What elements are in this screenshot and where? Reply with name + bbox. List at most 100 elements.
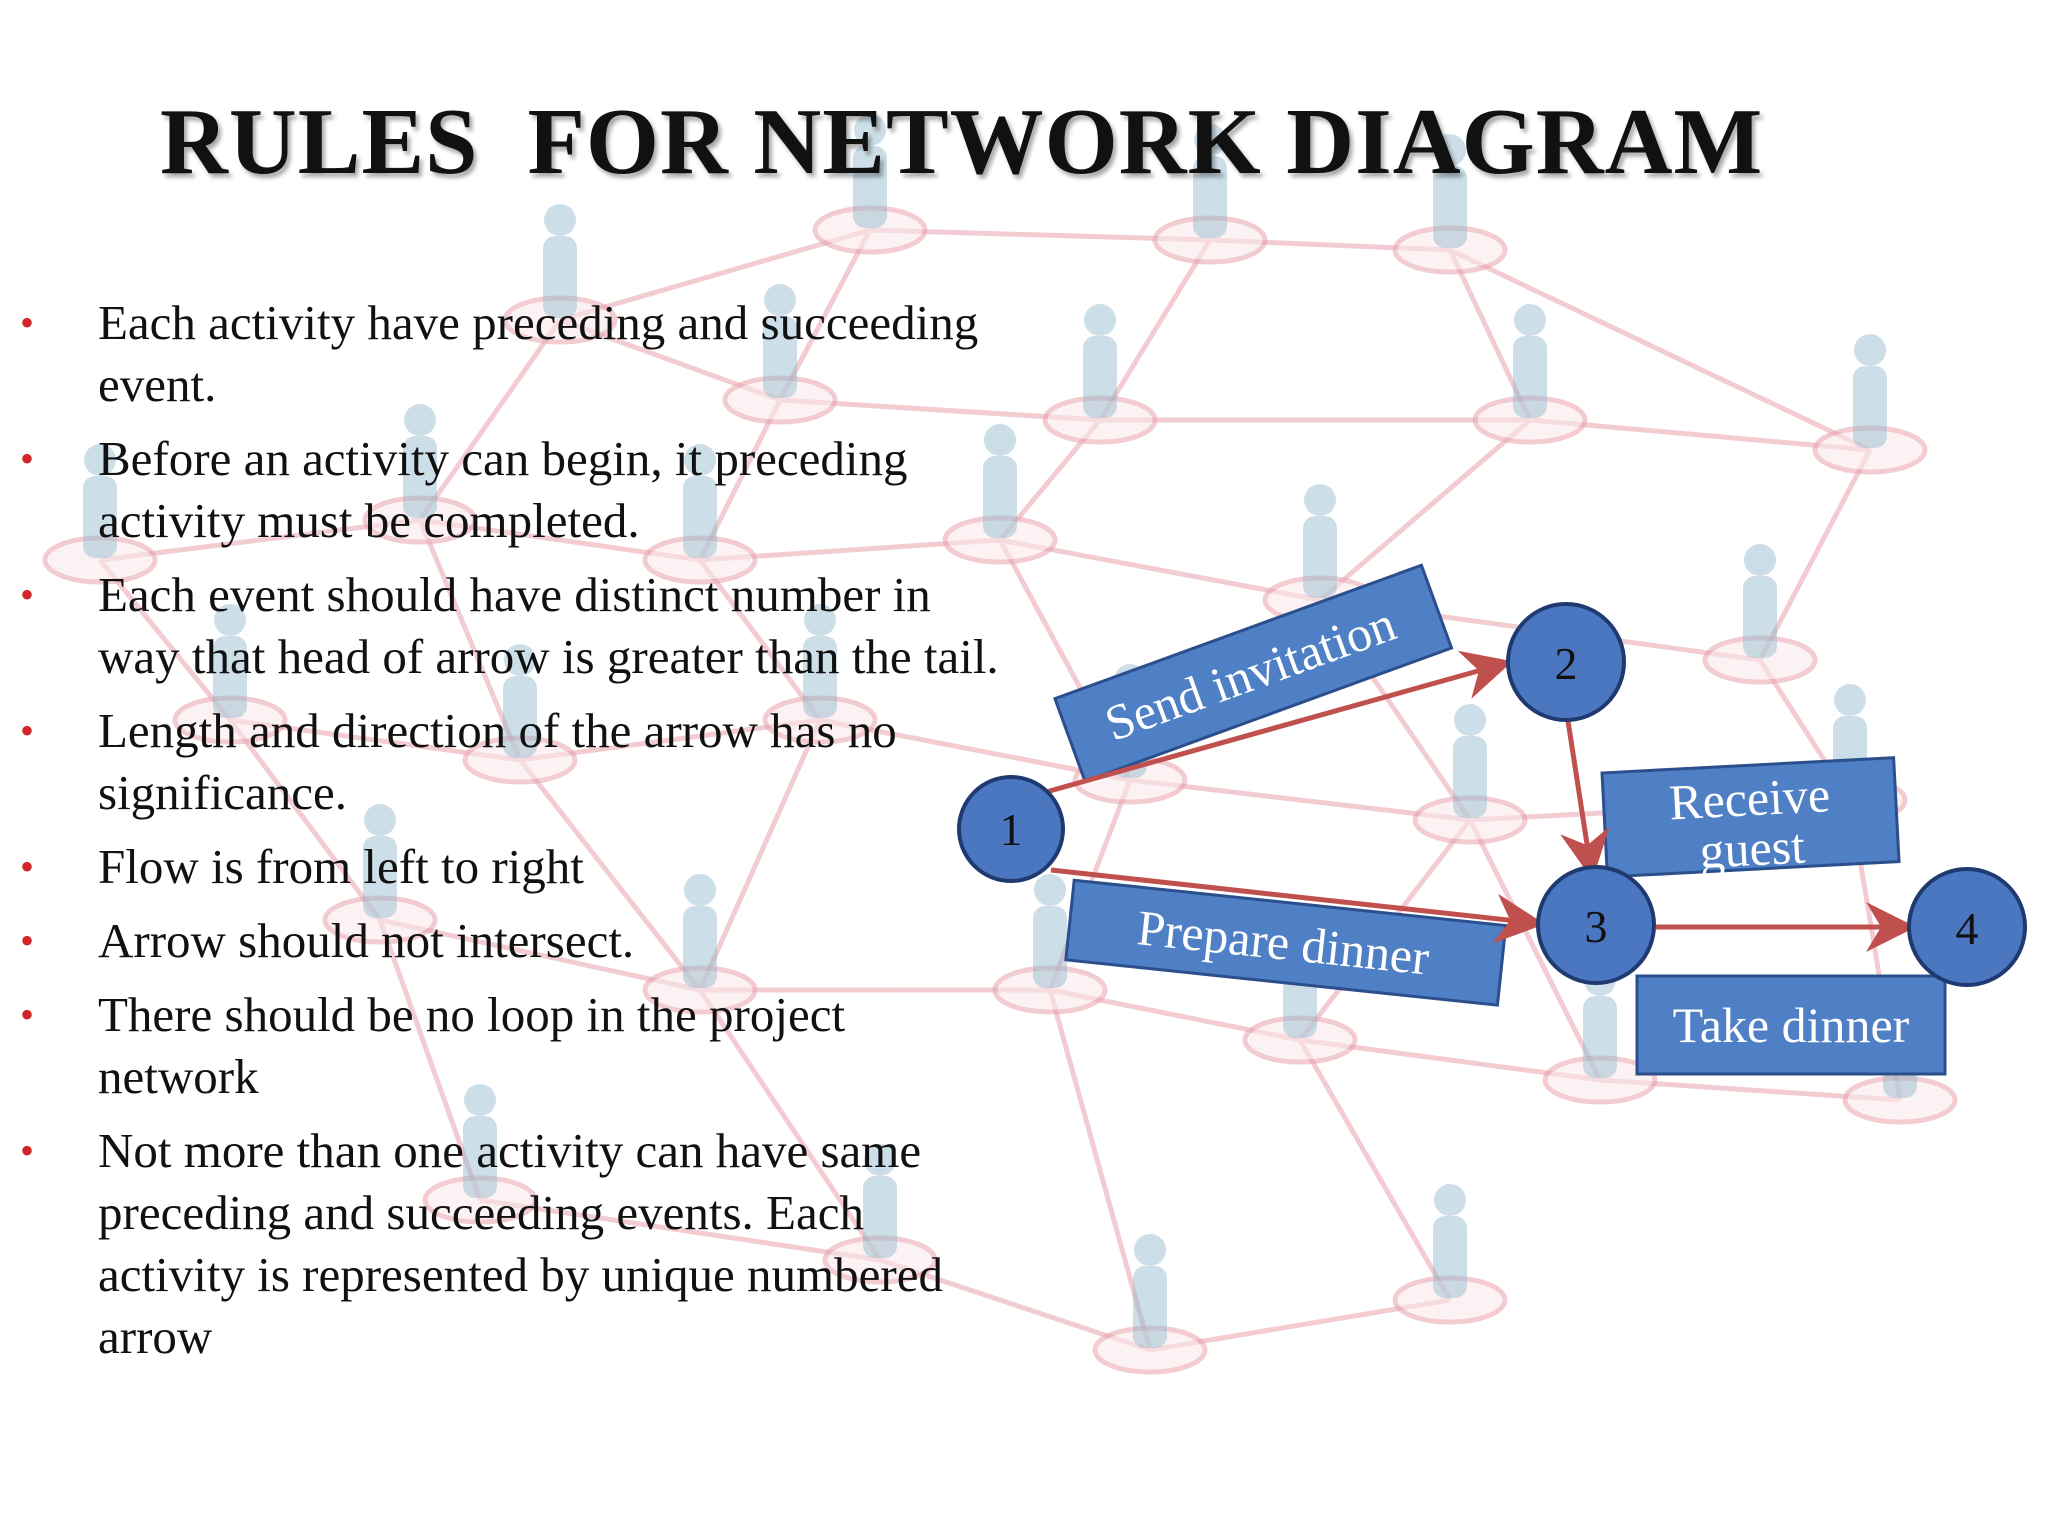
background-node [1812, 425, 1928, 475]
bullet-icon: • [20, 918, 35, 963]
rule-item: •Length and direction of the arrow has n… [20, 700, 1010, 824]
bullet-icon: • [20, 436, 35, 481]
event-node-3: 3 [1536, 865, 1656, 985]
background-node [322, 895, 438, 945]
background-node [1702, 635, 1818, 685]
background-person-icon [803, 604, 837, 718]
background-node [722, 375, 838, 425]
background-link [698, 558, 822, 722]
arrow-1-to-3 [1050, 867, 1545, 944]
bullet-icon: • [20, 300, 35, 345]
background-link [1448, 247, 1872, 453]
background-node [822, 1235, 938, 1285]
event-number: 4 [1956, 903, 1979, 954]
activity-label-send-invitation: Send invitation [1053, 563, 1454, 784]
background-person-icon [1513, 304, 1547, 418]
rule-item: •There should be no loop in the project … [20, 984, 1010, 1108]
background-person-icon [1853, 334, 1887, 448]
activity-label-prepare-dinner: Prepare dinner [1064, 878, 1508, 1007]
background-person-icon [863, 1144, 897, 1258]
event-number: 1 [1000, 804, 1023, 855]
bullet-icon: • [20, 708, 35, 753]
background-node [642, 535, 758, 585]
background-link [697, 988, 883, 1262]
background-node [642, 965, 758, 1015]
background-link [1467, 818, 1603, 1082]
background-node [1392, 1275, 1508, 1325]
background-person-icon [1433, 134, 1467, 248]
background-link [697, 718, 823, 992]
background-link [1757, 448, 1873, 662]
background-person-icon [1303, 484, 1337, 598]
background-node [762, 695, 878, 745]
rule-item: •Each activity have preceding and succee… [20, 292, 1010, 416]
bullet-icon: • [20, 992, 35, 1037]
activity-label-text: Receive [1668, 766, 1832, 830]
background-link [777, 228, 873, 402]
background-person-icon [983, 424, 1017, 538]
background-node [1842, 1075, 1958, 1125]
rule-item: •Arrow should not intersect. [20, 910, 1010, 972]
background-person-icon [543, 204, 577, 318]
background-person-icon [763, 284, 797, 398]
background-person-icon [503, 644, 537, 758]
event-node-1: 1 [957, 775, 1065, 883]
background-node [1472, 395, 1588, 445]
background-node [1542, 1055, 1658, 1105]
activity-label-take-dinner: Take dinner [1635, 974, 1947, 1076]
activity-label-text: guest [1698, 818, 1806, 879]
rules-list: •Each activity have preceding and succee… [20, 292, 1010, 1380]
background-node [1242, 1015, 1358, 1065]
background-link [999, 537, 1321, 603]
bullet-icon: • [20, 844, 35, 889]
background-link [1529, 417, 1871, 453]
background-link [417, 318, 563, 522]
background-link [697, 398, 783, 562]
background-person-icon [83, 444, 117, 558]
background-node [1392, 225, 1508, 275]
rule-item: •Before an activity can begin, it preced… [20, 428, 1010, 552]
arrow-2-to-3 [1560, 720, 1610, 880]
background-link [1297, 1038, 1453, 1302]
background-person-icon [363, 804, 397, 918]
background-link [377, 919, 483, 1201]
background-link [518, 758, 702, 992]
event-number: 3 [1585, 901, 1608, 952]
background-link [228, 718, 382, 922]
background-person-icon [1453, 704, 1487, 818]
background-person-icon [853, 114, 887, 228]
event-node-4: 4 [1907, 867, 2027, 987]
background-node [42, 535, 158, 585]
background-link [1097, 238, 1213, 422]
rule-item: •Each event should have distinct number … [20, 564, 1010, 688]
background-person-icon [1743, 544, 1777, 658]
background-person-icon [1033, 874, 1067, 988]
background-node [942, 515, 1058, 565]
background-person-icon [1193, 124, 1227, 238]
background-person-icon [683, 874, 717, 988]
rule-item: •Not more than one activity can have sam… [20, 1120, 1010, 1368]
event-number: 2 [1555, 638, 1578, 689]
activity-label-receive-guest: Receive guest [1600, 756, 1901, 879]
event-node-2: 2 [1506, 602, 1626, 722]
background-person-icon [1433, 1184, 1467, 1298]
background-link [417, 519, 523, 761]
background-link [1047, 989, 1153, 1351]
bullet-icon: • [20, 572, 35, 617]
background-node [992, 965, 1108, 1015]
background-link [1318, 418, 1532, 602]
background-node [1092, 1325, 1208, 1375]
activity-label-text: Take dinner [1673, 997, 1910, 1053]
background-link [379, 917, 701, 993]
background-link [559, 227, 871, 323]
background-node [1042, 395, 1158, 445]
background-link [1447, 248, 1533, 422]
arrow-1-to-2 [1045, 650, 1513, 795]
background-node [422, 1175, 538, 1225]
background-link [479, 1197, 881, 1263]
background-person-icon [403, 404, 437, 518]
background-link [1129, 777, 1471, 823]
slide-title: RULES FOR NETWORK DIAGRAM [160, 90, 1764, 194]
